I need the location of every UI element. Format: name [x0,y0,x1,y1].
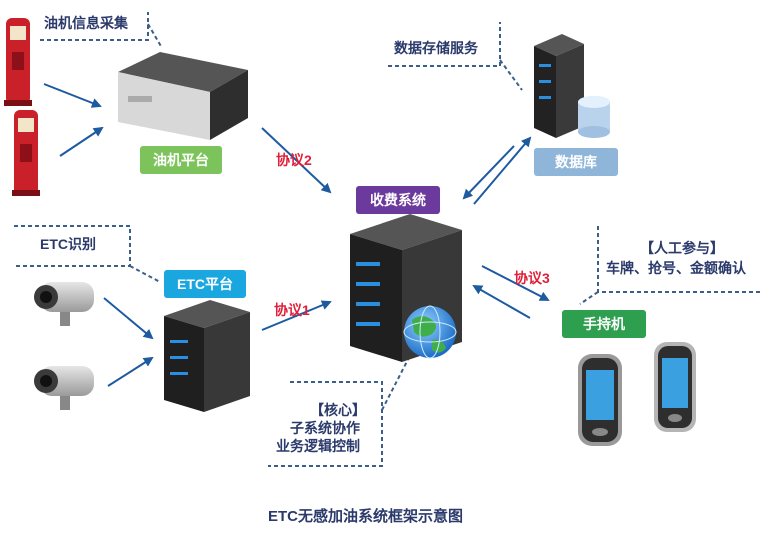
arrow-database-to-toll [462,145,515,200]
handheld-label: 手持机 [562,310,646,338]
note-core-line2: 业务逻辑控制 [276,438,360,454]
note-manual-title: 【人工参与】 [640,240,724,256]
callout-fuel-info-pointer [147,23,163,49]
phone-icon [654,342,696,432]
fuel-platform-server-icon [118,52,248,140]
arrow-camera1-to-etc-platform [103,297,154,340]
note-etc-recognition: ETC识别 [40,236,96,252]
etc-platform-server-icon [164,300,250,412]
callout-storage-pointer [499,59,523,91]
arrows [43,83,550,387]
camera-icon [34,366,94,410]
callout-manual-pointer [579,291,599,305]
callout-etc [14,225,131,267]
fuel-platform-label: 油机平台 [140,146,222,174]
callout-etc-pointer [129,265,161,283]
database-server-icon [534,34,610,138]
camera-icon [34,282,94,326]
protocol-2-label: 协议2 [276,152,312,168]
callout-fuel-info [40,12,149,41]
note-data-storage: 数据存储服务 [394,40,478,56]
arrow-handheld-to-toll [472,285,531,319]
callout-manual [597,226,762,293]
arrow-pump2-to-fuel-platform [59,126,104,157]
callout-storage [388,22,501,67]
arrow-toll-to-handheld [481,265,550,301]
note-core-line1: 子系统协作 [290,420,360,436]
arrow-camera2-to-etc-platform [107,356,154,387]
note-manual-detail: 车牌、抢号、金额确认 [606,260,746,276]
callout-core [268,381,383,467]
diagram-caption: ETC无感加油系统框架示意图 [268,508,464,525]
phone-icon [578,354,622,446]
arrow-etc-platform-to-toll [261,300,332,331]
etc-platform-label: ETC平台 [164,270,246,298]
protocol-1-label: 协议1 [274,302,310,318]
database-label: 数据库 [534,148,618,176]
fuel-pump-icon [12,110,40,196]
protocol-3-label: 协议3 [514,270,550,286]
callout-lines [14,12,762,467]
note-core-title: 【核心】 [310,402,366,418]
arrow-pump1-to-fuel-platform [43,83,102,108]
arrow-fuel-platform-to-toll [261,127,332,194]
arrow-toll-to-database [473,136,532,205]
globe-icon [403,305,457,359]
toll-system-label: 收费系统 [356,186,440,214]
note-fuel-info: 油机信息采集 [44,15,128,31]
fuel-pump-icon [4,18,32,106]
